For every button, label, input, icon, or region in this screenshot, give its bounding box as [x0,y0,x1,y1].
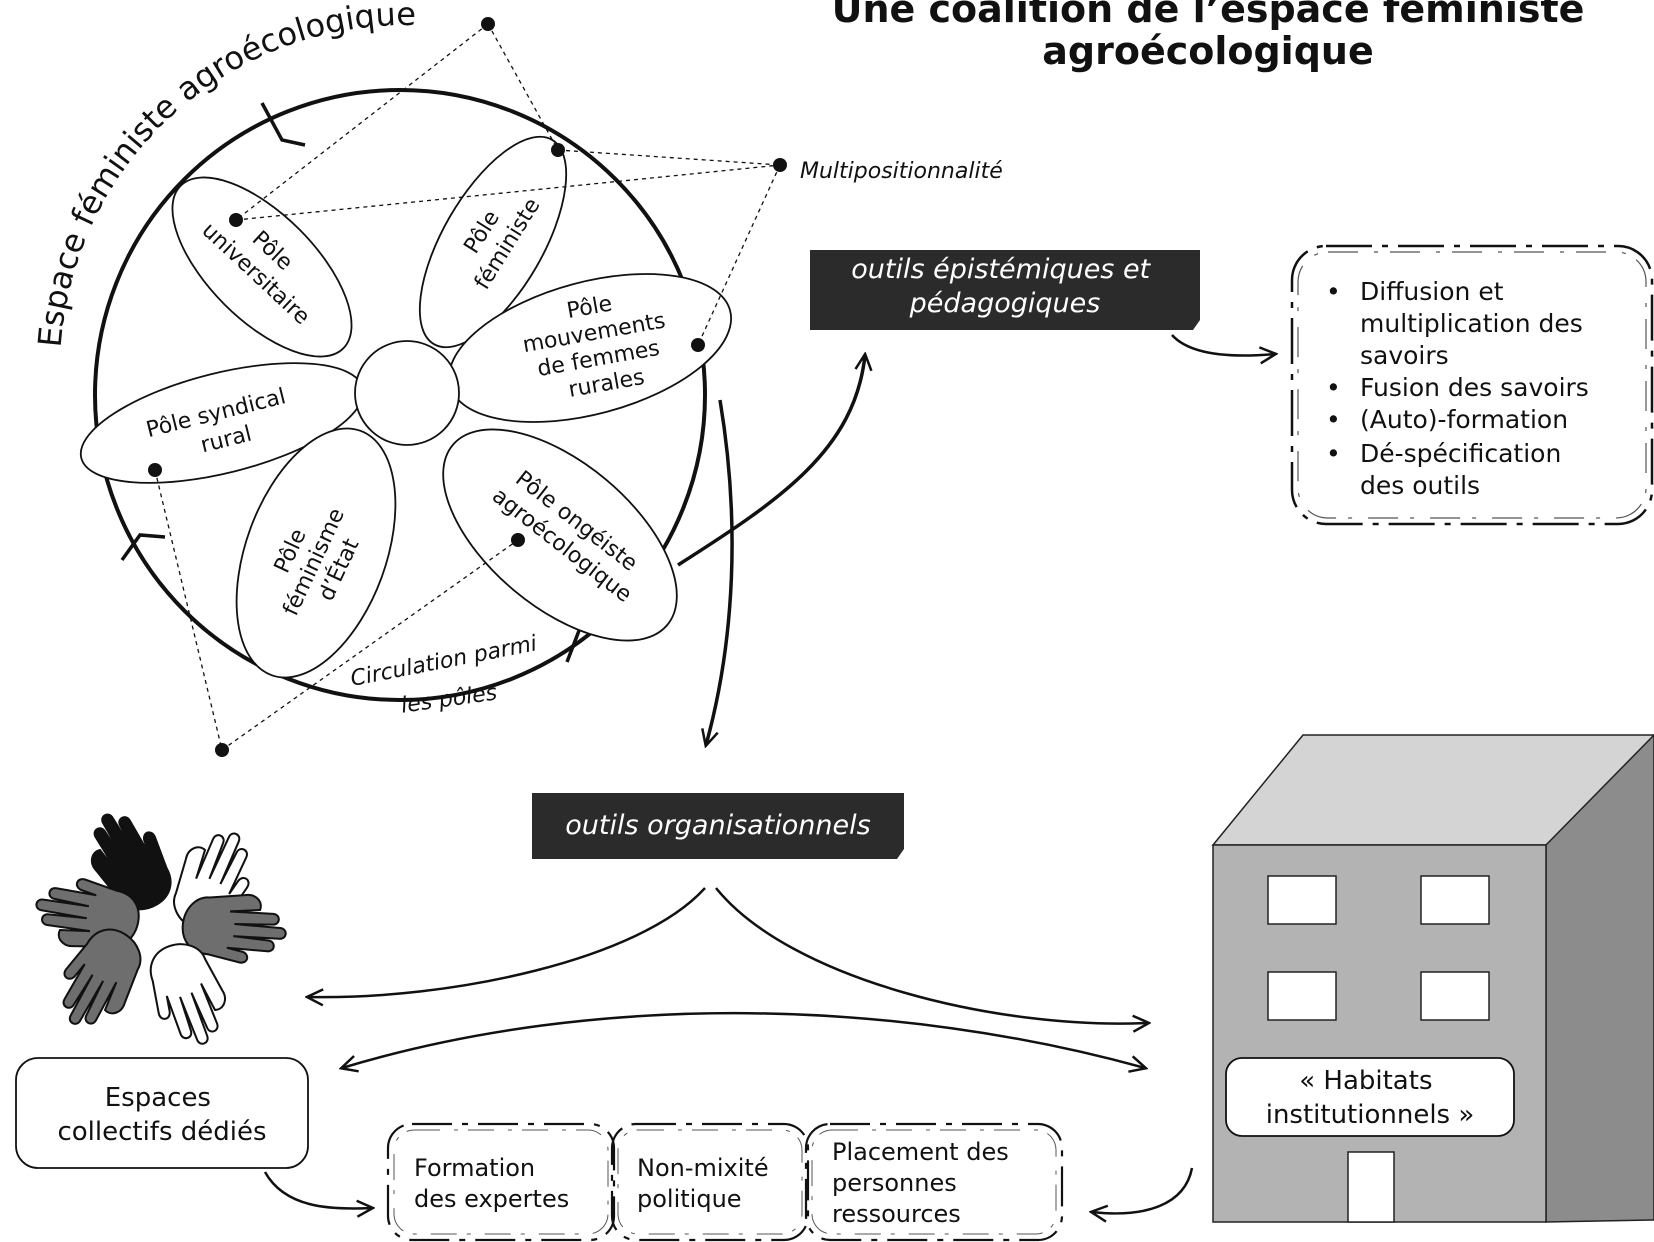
organisational-tools-label: outils organisationnels [565,810,870,841]
epistemic-item-1: Diffusion et [1360,277,1504,306]
hands-icon [29,797,290,1056]
space-circle [93,88,707,702]
organisational-tools-box: outils organisationnels [532,793,904,859]
pole-syndical: Pôle syndical rural [79,362,365,484]
epistemic-bullet: • [1326,277,1341,306]
institutional-habitats-box: « Habitats institutionnels » [1225,1057,1515,1137]
svg-text:Placement des personnes: Placement des personnes ressources [832,1138,1016,1228]
svg-text:Non-mixité politique: Non-mixité politique [637,1154,776,1213]
building-icon [1211,733,1654,1223]
institutional-habitats-line2: institutionnels » [1266,1100,1475,1130]
strategy-formation: Formation des expertes [386,1122,616,1242]
arrow-to-epistemic-tools [677,355,865,567]
epistemic-item-4: Fusion des savoirs [1360,373,1589,402]
title-line-2: agroécologique [1042,29,1373,73]
epistemic-item-2: multiplication des [1360,309,1583,338]
svg-text:outils épistémiques et p: outils épistémiques et pédagogiques [851,254,1159,319]
epistemic-bullet: • [1326,405,1341,434]
epistemic-bullet: • [1326,439,1341,468]
circulation-chevron-top [260,102,306,147]
strategy-formation-line2: des expertes [414,1185,569,1213]
collective-spaces-line1: Espaces [105,1083,211,1113]
epistemic-item-3: savoirs [1360,341,1449,370]
epistemic-bullet: • [1326,373,1341,402]
arrow-to-epistemic-items [1171,334,1275,356]
epistemic-item-5: (Auto)-formation [1360,405,1568,434]
epistemic-items-box: • Diffusion et multiplication des savoir… [1290,244,1654,526]
strategy-formation-line1: Formation [414,1154,535,1182]
collective-spaces-line2: collectifs dédiés [57,1117,266,1147]
svg-text:Formation des expertes: Formation des expertes [414,1154,569,1213]
epistemic-tools-line1: outils épistémiques et [851,254,1151,285]
multipositionality-dots [148,17,787,757]
epistemic-tools-box: outils épistémiques et pédagogiques [810,250,1200,330]
multipositionality-label: Multipositionnalité [800,159,1003,184]
collective-spaces-box: Espaces collectifs dédiés [15,1057,309,1169]
strategy-placement-line2: personnes [832,1169,957,1197]
epistemic-tools-line2: pédagogiques [909,288,1101,319]
center-circle [354,340,460,446]
strategy-non-mixite-line1: Non-mixité [637,1154,769,1182]
multipositionality-lines [154,23,781,751]
pole-ongeiste: Pôle ongéiste agroécologique [442,428,678,642]
svg-text:« Habitats institutionne: « Habitats institutionnels » [1266,1066,1475,1130]
circulation-chevron-left [120,533,166,562]
strategy-non-mixite-line2: politique [637,1185,742,1213]
pole-mouvements: Pôle mouvements de femmes rurales [448,273,732,423]
pole-etat: Pôle féminisme d’État [235,427,397,679]
strategy-placement-line3: ressources [832,1200,961,1228]
title-line-1: Une coalition de l’espace féministe [832,0,1585,31]
svg-text:Espaces collectifs dédié: Espaces collectifs dédiés [57,1083,266,1147]
circulation-label-line2: les pôles [400,680,499,718]
arrow-collective-to-strategies [263,1171,372,1209]
arrow-org-to-collective [308,887,706,997]
circulation-label-line1: Circulation parmi [348,631,539,692]
epistemic-item-6: Dé-spécification [1360,439,1561,468]
arrow-to-organisational-tools [706,399,734,745]
strategy-placement: Placement des personnes ressources [804,1122,1064,1242]
arrow-org-to-habitats [715,887,1148,1024]
arrow-habitats-to-strategies [1092,1167,1194,1213]
institutional-habitats-line1: « Habitats [1299,1066,1432,1096]
double-arrow-collective-habitats [342,1011,1145,1068]
strategy-non-mixite: Non-mixité politique [610,1122,810,1242]
epistemic-item-7: des outils [1360,471,1480,500]
strategy-placement-line1: Placement des [832,1138,1009,1166]
